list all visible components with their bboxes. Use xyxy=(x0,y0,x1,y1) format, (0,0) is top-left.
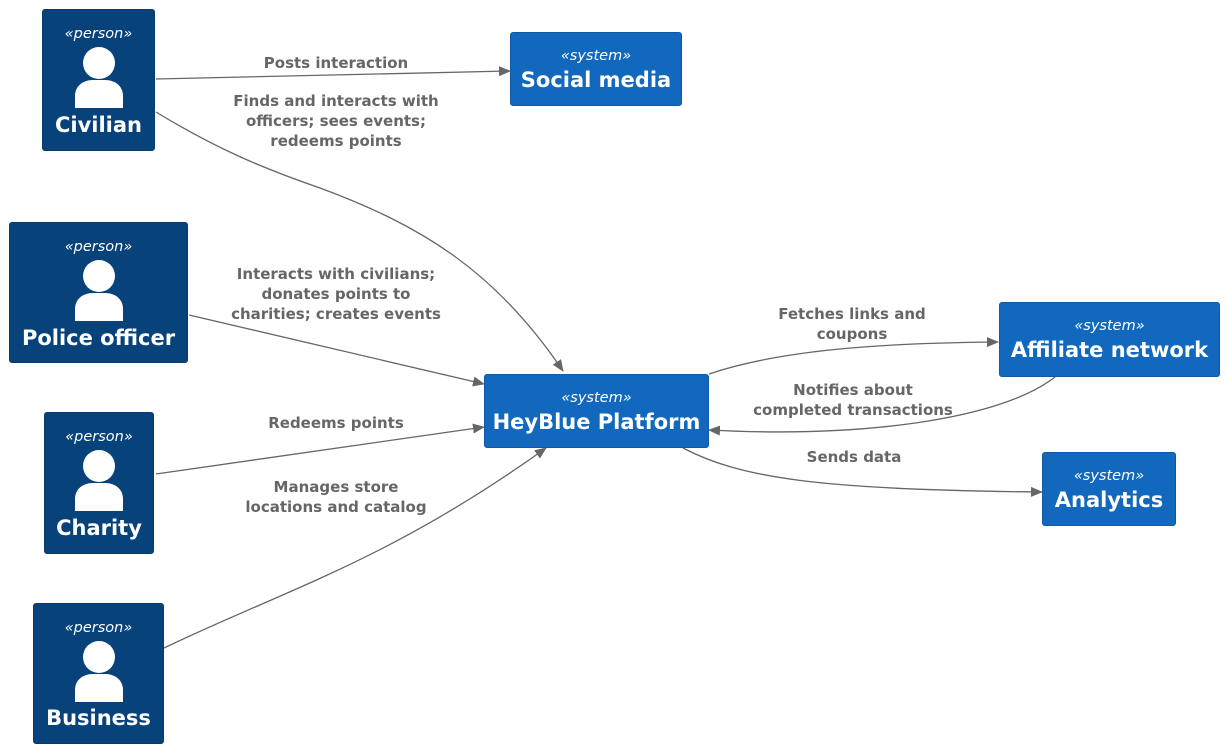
node-business[interactable]: «person» Business xyxy=(33,603,164,744)
edge-label-line: Redeems points xyxy=(268,414,404,432)
node-social-media-stereotype: «system» xyxy=(560,48,632,64)
edge-civilian-to-heyblue-platform xyxy=(155,111,564,372)
edge-label-business-heyblue-platform: Manages store locations and catalog xyxy=(245,477,426,517)
edge-label-civilian-social-media: Posts interaction xyxy=(264,53,408,73)
edge-business-to-heyblue-platform xyxy=(163,447,547,649)
node-police-officer[interactable]: «person» Police officer xyxy=(9,222,188,363)
edge-label-line: donates points to xyxy=(261,285,411,303)
edge-label-police-officer-heyblue-platform: Interacts with civilians; donates points… xyxy=(231,264,441,324)
edge-label-civilian-heyblue-platform: Finds and interacts with officers; sees … xyxy=(233,91,438,151)
edge-heyblue-platform-to-analytics xyxy=(682,447,1043,497)
edge-label-charity-heyblue-platform: Redeems points xyxy=(268,413,404,433)
node-civilian-title: Civilian xyxy=(54,113,142,137)
node-analytics-stereotype: «system» xyxy=(1073,468,1145,484)
node-affiliate-network[interactable]: «system» Affiliate network xyxy=(999,302,1220,377)
edge-label-line: redeems points xyxy=(270,132,402,150)
node-charity[interactable]: «person» Charity xyxy=(44,412,154,554)
edge-label-line: Notifies about xyxy=(793,381,913,399)
edge-police-officer-to-heyblue-platform xyxy=(188,314,485,387)
edge-affiliate-network-to-heyblue-platform xyxy=(708,376,1056,436)
edge-civilian-to-social-media xyxy=(155,66,511,80)
node-heyblue-platform-title: HeyBlue Platform xyxy=(492,410,701,434)
edge-label-affiliate-network-heyblue-platform: Notifies about completed transactions xyxy=(753,380,953,420)
node-business-stereotype: «person» xyxy=(64,620,133,636)
person-icon xyxy=(74,47,123,108)
node-police-officer-title: Police officer xyxy=(21,326,176,350)
person-icon xyxy=(74,260,123,321)
node-civilian-stereotype: «person» xyxy=(64,26,133,42)
node-civilian[interactable]: «person» Civilian xyxy=(42,9,155,151)
node-business-title: Business xyxy=(46,706,151,730)
edge-label-line: Sends data xyxy=(806,448,902,466)
edge-label-line: locations and catalog xyxy=(245,498,427,516)
edge-label-line: Interacts with civilians; xyxy=(236,265,436,283)
node-social-media[interactable]: «system» Social media xyxy=(510,32,682,106)
node-social-media-title: Social media xyxy=(520,68,672,92)
edge-label-line: officers; sees events; xyxy=(246,112,426,130)
person-icon xyxy=(74,641,123,702)
edge-label-line: coupons xyxy=(816,325,888,343)
person-icon xyxy=(75,450,123,511)
node-heyblue-platform-stereotype: «system» xyxy=(561,390,632,406)
node-heyblue-platform[interactable]: «system» HeyBlue Platform xyxy=(484,374,709,448)
node-affiliate-network-title: Affiliate network xyxy=(1010,338,1209,362)
node-analytics[interactable]: «system» Analytics xyxy=(1042,452,1176,526)
edge-label-line: Manages store xyxy=(273,478,399,496)
edge-heyblue-platform-to-affiliate-network xyxy=(708,337,999,375)
edge-label-heyblue-platform-analytics: Sends data xyxy=(807,447,902,467)
node-charity-title: Charity xyxy=(56,516,142,540)
edge-label-line: Finds and interacts with xyxy=(233,92,439,110)
edge-label-line: completed transactions xyxy=(753,401,953,419)
node-affiliate-network-stereotype: «system» xyxy=(1074,318,1145,334)
edge-label-line: charities; creates events xyxy=(231,305,441,323)
node-charity-stereotype: «person» xyxy=(65,429,133,445)
edge-label-heyblue-platform-affiliate-network: Fetches links and coupons xyxy=(778,304,926,344)
edge-charity-to-heyblue-platform xyxy=(155,423,485,475)
node-analytics-title: Analytics xyxy=(1054,488,1164,512)
node-police-officer-stereotype: «person» xyxy=(64,239,133,255)
edge-label-line: Posts interaction xyxy=(263,54,409,72)
edge-label-line: Fetches links and xyxy=(778,305,926,323)
